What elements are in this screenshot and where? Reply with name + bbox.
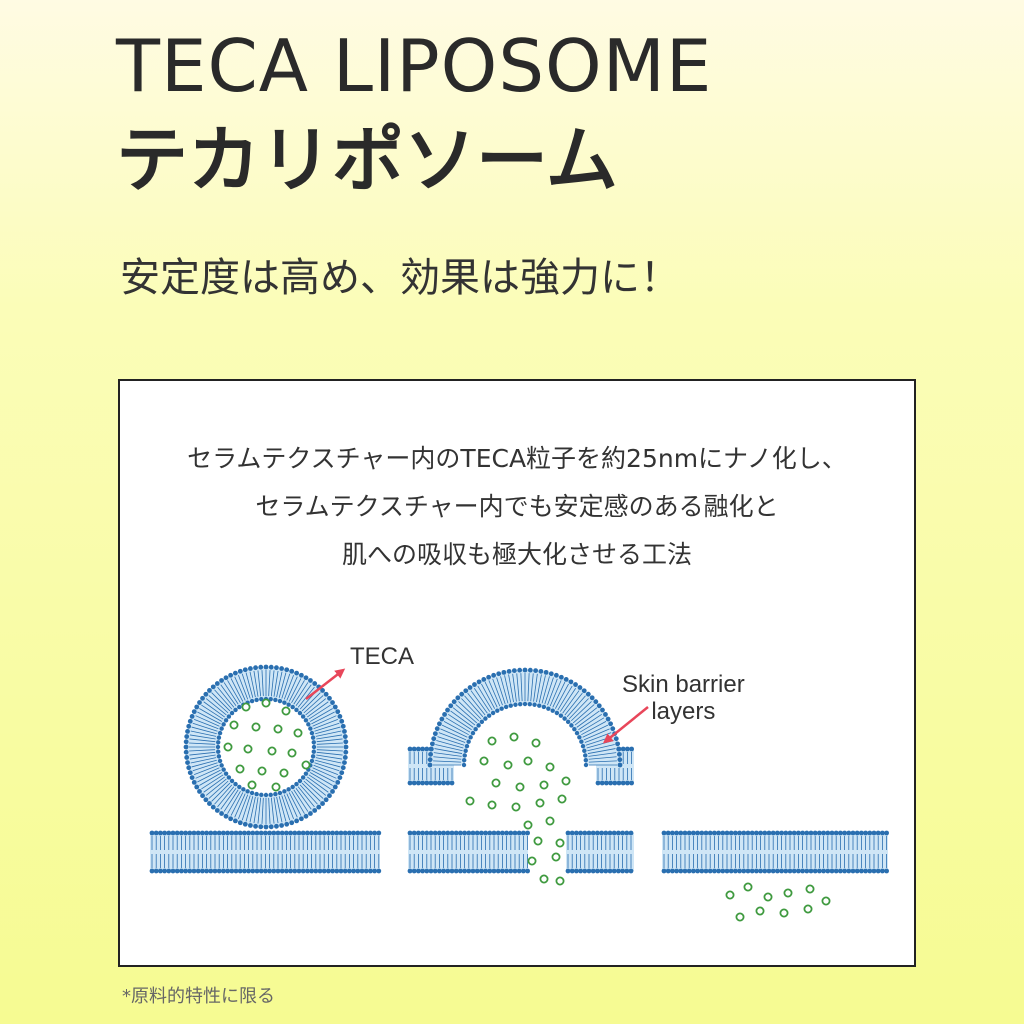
- diagram-panel: セラムテクスチャー内のTECA粒子を約25nmにナノ化し、 セラムテクスチャー内…: [118, 379, 916, 967]
- skin-barrier-label-line-1: Skin barrier: [622, 671, 745, 698]
- liposome-diagram: [149, 664, 889, 922]
- teca-particle: [551, 852, 561, 862]
- teca-particle: [271, 782, 281, 792]
- teca-particle: [281, 706, 291, 716]
- teca-particle: [229, 720, 239, 730]
- skin-membrane-right: [661, 830, 889, 874]
- teca-particle: [465, 796, 475, 806]
- teca-particle: [527, 856, 537, 866]
- teca-particle: [555, 838, 565, 848]
- teca-particle: [241, 702, 251, 712]
- teca-particle: [539, 874, 549, 884]
- teca-particle: [509, 732, 519, 742]
- skin-barrier-arrow: [602, 706, 649, 744]
- teca-particle: [287, 748, 297, 758]
- footnote: *原料的特性に限る: [122, 986, 275, 1007]
- page-subtitle: 安定度は高め、効果は強力に！: [120, 255, 680, 301]
- teca-particle: [557, 794, 567, 804]
- teca-particle: [273, 724, 283, 734]
- fusion-arch: [427, 667, 623, 768]
- description-line-1: セラムテクスチャー内のTECA粒子を約25nmにナノ化し、: [187, 444, 847, 473]
- skin-barrier-label-line-2: layers: [651, 698, 716, 725]
- teca-arrow: [305, 668, 346, 700]
- teca-particle: [545, 762, 555, 772]
- teca-particle: [523, 756, 533, 766]
- teca-particle: [301, 760, 311, 770]
- panel-description: セラムテクスチャー内のTECA粒子を約25nmにナノ化し、 セラムテクスチャー内…: [120, 435, 914, 579]
- teca-particle: [247, 780, 257, 790]
- skin-membrane-left: [149, 830, 382, 874]
- teca-particle: [487, 800, 497, 810]
- page-title-japanese: テカリポソーム: [116, 118, 618, 202]
- teca-particle: [293, 728, 303, 738]
- teca-particle: [821, 896, 831, 906]
- teca-particle: [261, 698, 271, 708]
- skin-membrane-middle-left: [407, 830, 530, 874]
- teca-particle: [803, 904, 813, 914]
- teca-particle: [257, 766, 267, 776]
- teca-particle: [561, 776, 571, 786]
- teca-particle: [515, 782, 525, 792]
- page-title-english: TECA LIPOSOME: [116, 24, 713, 108]
- teca-particle: [279, 768, 289, 778]
- teca-particle: [535, 798, 545, 808]
- teca-particle: [725, 890, 735, 900]
- teca-particle: [531, 738, 541, 748]
- teca-label: TECA: [350, 643, 415, 670]
- teca-particle: [223, 742, 233, 752]
- teca-particle: [779, 908, 789, 918]
- teca-particle: [511, 802, 521, 812]
- teca-particle: [555, 876, 565, 886]
- teca-particle: [503, 760, 513, 770]
- liposome-vesicle: [183, 664, 349, 830]
- description-line-3: 肌への吸収も極大化させる工法: [341, 540, 692, 569]
- teca-particle: [235, 764, 245, 774]
- skin-barrier-label: Skin barrier layers: [622, 671, 745, 725]
- teca-particle: [251, 722, 261, 732]
- teca-particle: [243, 744, 253, 754]
- teca-particle: [763, 892, 773, 902]
- skin-membrane-middle-right: [565, 830, 634, 874]
- teca-particle: [805, 884, 815, 894]
- teca-particle: [743, 882, 753, 892]
- teca-particle: [735, 912, 745, 922]
- teca-particle: [523, 820, 533, 830]
- teca-particle: [487, 736, 497, 746]
- description-line-2: セラムテクスチャー内でも安定感のある融化と: [255, 492, 779, 521]
- teca-particle: [479, 756, 489, 766]
- teca-particle: [539, 780, 549, 790]
- teca-particle: [755, 906, 765, 916]
- teca-particle: [545, 816, 555, 826]
- teca-particle: [491, 778, 501, 788]
- teca-particle: [783, 888, 793, 898]
- teca-particle: [533, 836, 543, 846]
- teca-particle: [267, 746, 277, 756]
